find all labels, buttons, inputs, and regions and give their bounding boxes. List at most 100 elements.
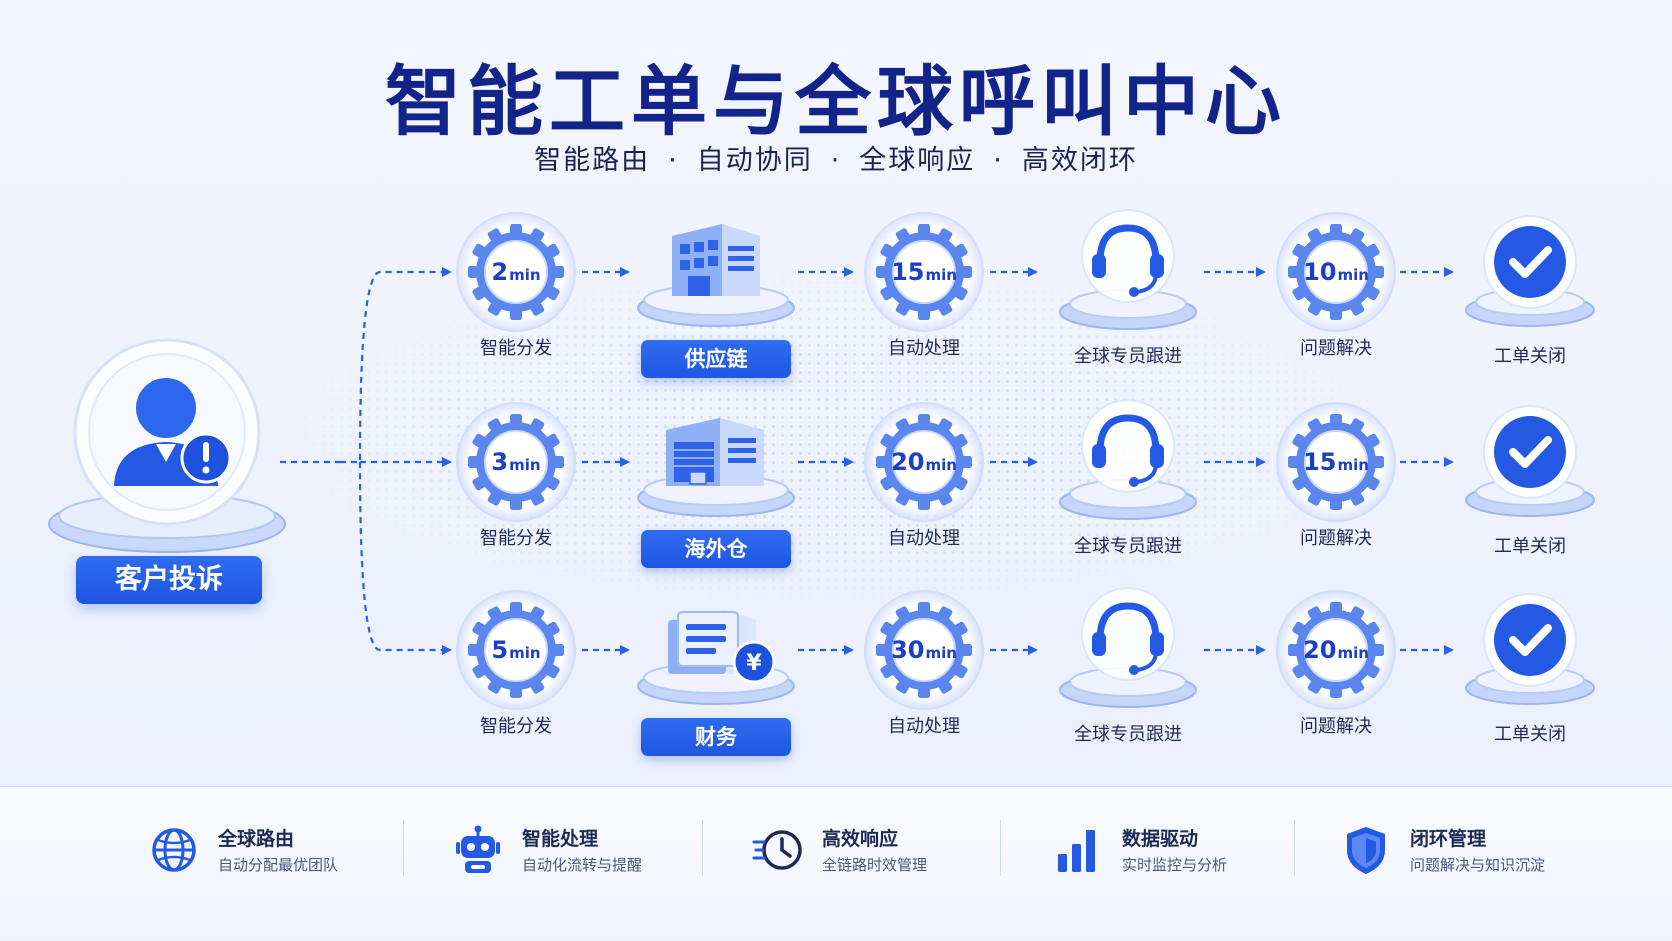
resolve-caption: 问题解决	[1300, 338, 1372, 359]
duration-value: 10	[1303, 258, 1337, 286]
page-title: 智能工单与全球呼叫中心	[385, 57, 1287, 146]
feature-smart-processing: 智能处理 自动化流转与提醒	[452, 820, 682, 880]
step-duration: 10min	[1286, 258, 1386, 286]
department-node-row3: ¥	[632, 574, 800, 706]
feature-title: 全球路由	[218, 828, 295, 850]
duration-value: 30	[891, 636, 925, 664]
duration-unit: min	[925, 456, 957, 474]
duration-unit: min	[509, 644, 541, 662]
check-circle-icon	[1465, 405, 1595, 517]
resolve-caption: 问题解决	[1300, 716, 1372, 737]
feature-efficient-response: 高效响应 全链路时效管理	[752, 820, 982, 880]
dispatch-caption: 智能分发	[480, 716, 552, 737]
followup-node-row2	[1054, 396, 1202, 528]
close-caption: 工单关闭	[1494, 346, 1566, 367]
feature-closed-loop: 闭环管理 问题解决与知识沉淀	[1340, 820, 1580, 880]
duration-unit: min	[509, 266, 541, 284]
process-gear-row1: 15min	[864, 212, 984, 332]
feature-desc: 问题解决与知识沉淀	[1410, 856, 1546, 874]
duration-unit: min	[1337, 456, 1369, 474]
connector-branch-top	[340, 267, 452, 464]
process-caption: 自动处理	[888, 338, 960, 359]
duration-value: 15	[891, 258, 925, 286]
check-circle-icon	[1465, 215, 1595, 327]
duration-value: 15	[1303, 448, 1337, 476]
duration-unit: min	[1337, 644, 1369, 662]
connector-branch-bot	[358, 461, 452, 655]
resolve-caption: 问题解决	[1300, 528, 1372, 549]
feature-desc: 自动化流转与提醒	[522, 856, 643, 874]
dispatch-gear-row3: 5min	[456, 590, 576, 710]
duration-value: 3	[491, 448, 509, 476]
followup-node-row1	[1054, 206, 1202, 338]
headset-icon	[1059, 209, 1197, 330]
feature-title: 高效响应	[822, 828, 899, 850]
duration-value: 20	[891, 448, 925, 476]
followup-caption: 全球专员跟进	[1074, 536, 1182, 557]
duration-unit: min	[509, 456, 541, 474]
clock-speed-icon	[752, 830, 802, 870]
feature-divider	[403, 820, 404, 876]
feature-bar	[0, 786, 1672, 941]
feature-title: 智能处理	[522, 828, 599, 850]
dispatch-gear-row1: 2min	[456, 212, 576, 332]
start-label: 客户投诉	[76, 556, 262, 604]
department-label-row3: 财务	[641, 718, 791, 756]
duration-unit: min	[925, 266, 957, 284]
step-duration: 5min	[466, 636, 566, 664]
shield-check-icon	[1347, 827, 1385, 874]
process-gear-row2: 20min	[864, 402, 984, 522]
headset-icon	[1059, 587, 1197, 708]
feature-title: 闭环管理	[1410, 828, 1487, 850]
duration-value: 5	[491, 636, 509, 664]
supply-chain-building-icon	[637, 224, 795, 327]
duration-value: 20	[1303, 636, 1337, 664]
dispatch-caption: 智能分发	[480, 528, 552, 549]
close-node-row1	[1460, 214, 1600, 338]
step-duration: 3min	[466, 448, 566, 476]
close-caption: 工单关闭	[1494, 724, 1566, 745]
department-label-row1: 供应链	[641, 340, 791, 378]
dispatch-caption: 智能分发	[480, 338, 552, 359]
step-duration: 2min	[466, 258, 566, 286]
step-duration: 20min	[1286, 636, 1386, 664]
feature-title: 数据驱动	[1122, 828, 1199, 850]
subtitle-item: 全球响应	[859, 145, 976, 176]
department-node-row2	[632, 386, 800, 518]
feature-desc: 自动分配最优团队	[218, 856, 339, 874]
process-caption: 自动处理	[888, 716, 960, 737]
subtitle-item: 自动协同	[696, 145, 813, 176]
followup-caption: 全球专员跟进	[1074, 724, 1182, 745]
step-duration: 30min	[874, 636, 974, 664]
feature-divider	[1000, 820, 1001, 876]
department-node-row1	[632, 196, 800, 328]
page-subtitle: 智能路由·自动协同·全球响应·高效闭环	[0, 138, 1672, 177]
step-duration: 15min	[1286, 448, 1386, 476]
feature-divider	[702, 820, 703, 876]
close-caption: 工单关闭	[1494, 536, 1566, 557]
feature-divider	[1294, 820, 1295, 876]
department-label-row2: 海外仓	[641, 530, 791, 568]
resolve-gear-row3: 20min	[1276, 590, 1396, 710]
resolve-gear-row2: 15min	[1276, 402, 1396, 522]
followup-node-row3	[1054, 584, 1202, 716]
subtitle-item: 智能路由	[534, 145, 651, 176]
step-duration: 20min	[874, 448, 974, 476]
feature-desc: 实时监控与分析	[1122, 856, 1228, 874]
subtitle-separator: ·	[668, 145, 679, 176]
feature-data-driven: 数据驱动 实时监控与分析	[1052, 820, 1282, 880]
bar-chart-icon	[1058, 830, 1095, 872]
dispatch-gear-row2: 3min	[456, 402, 576, 522]
start-node	[44, 336, 290, 556]
feature-desc: 全链路时效管理	[822, 856, 928, 874]
complaint-user-icon	[48, 338, 286, 553]
step-duration: 15min	[874, 258, 974, 286]
duration-unit: min	[925, 644, 957, 662]
process-caption: 自动处理	[888, 528, 960, 549]
check-circle-icon	[1465, 593, 1595, 705]
finance-document-icon: ¥	[637, 610, 795, 705]
duration-unit: min	[1337, 266, 1369, 284]
globe-icon	[152, 828, 196, 872]
resolve-gear-row1: 10min	[1276, 212, 1396, 332]
